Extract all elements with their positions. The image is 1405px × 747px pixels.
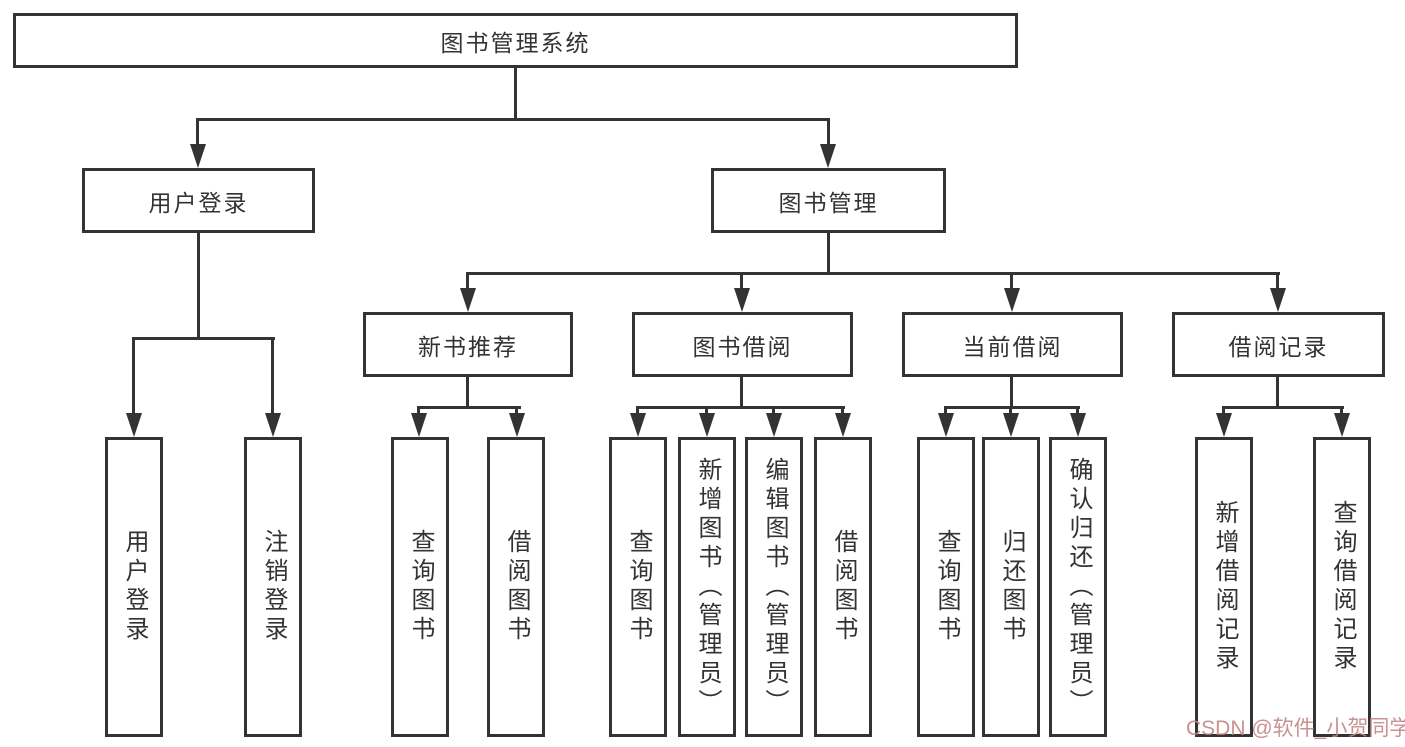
arrow-down-icon bbox=[460, 288, 476, 312]
node-book-management: 图书管理 bbox=[711, 168, 946, 233]
arrow-down-icon bbox=[1003, 413, 1019, 437]
arrow-down-icon bbox=[509, 413, 525, 437]
watermark: CSDN @软件_小贺同学 bbox=[1186, 717, 1405, 740]
connector-line bbox=[772, 406, 775, 416]
leaf-label: 借阅图书 bbox=[830, 529, 857, 645]
arrow-down-icon bbox=[1334, 413, 1350, 437]
arrow-down-icon bbox=[835, 413, 851, 437]
arrow-down-icon bbox=[820, 144, 836, 168]
node-label: 当前借阅 bbox=[962, 333, 1063, 360]
connector-line bbox=[944, 406, 947, 416]
connector-line bbox=[1276, 377, 1279, 409]
leaf-label: 注销登录 bbox=[260, 529, 287, 645]
leaf-label: 借阅图书 bbox=[503, 529, 530, 645]
arrow-down-icon bbox=[630, 413, 646, 437]
node-label: 图书管理 bbox=[778, 189, 879, 216]
connector-line bbox=[827, 118, 830, 148]
arrow-down-icon bbox=[1270, 288, 1286, 312]
node-label: 用户登录 bbox=[148, 189, 249, 216]
connector-line bbox=[466, 377, 469, 409]
node-borrow-records: 借阅记录 bbox=[1172, 312, 1385, 377]
connector-line bbox=[944, 406, 1080, 409]
leaf-return-book: 归还图书 bbox=[982, 437, 1040, 737]
node-label: 图书借阅 bbox=[692, 333, 793, 360]
connector-line bbox=[636, 406, 639, 416]
connector-line bbox=[466, 272, 1280, 275]
arrow-down-icon bbox=[190, 144, 206, 168]
arrow-down-icon bbox=[766, 413, 782, 437]
connector-line bbox=[827, 233, 830, 275]
connector-line bbox=[740, 377, 743, 409]
arrow-down-icon bbox=[938, 413, 954, 437]
node-label: 借阅记录 bbox=[1228, 333, 1329, 360]
leaf-label: 用户登录 bbox=[121, 529, 148, 645]
connector-line bbox=[1076, 406, 1079, 416]
connector-line bbox=[514, 68, 517, 121]
connector-line bbox=[636, 406, 845, 409]
leaf-label: 查询图书 bbox=[625, 529, 652, 645]
leaf-logout: 注销登录 bbox=[244, 437, 302, 737]
arrow-down-icon bbox=[411, 413, 427, 437]
arrow-down-icon bbox=[734, 288, 750, 312]
connector-line bbox=[417, 406, 420, 416]
node-user-login: 用户登录 bbox=[82, 168, 315, 233]
connector-line bbox=[132, 337, 135, 415]
connector-line bbox=[196, 118, 199, 148]
leaf-user-login: 用户登录 bbox=[105, 437, 163, 737]
connector-line bbox=[466, 272, 469, 290]
connector-line bbox=[417, 406, 521, 409]
arrow-down-icon bbox=[1070, 413, 1086, 437]
arrow-down-icon bbox=[265, 413, 281, 437]
node-label: 新书推荐 bbox=[418, 333, 518, 360]
leaf-edit-book-admin: 编辑图书（管理员） bbox=[745, 437, 803, 737]
leaf-label: 编辑图书（管理员） bbox=[761, 456, 788, 718]
connector-line bbox=[1276, 272, 1279, 290]
arrow-down-icon bbox=[1004, 288, 1020, 312]
connector-line bbox=[196, 118, 830, 121]
connector-line bbox=[841, 406, 844, 416]
leaf-label: 归还图书 bbox=[998, 529, 1025, 645]
connector-line bbox=[705, 406, 708, 416]
connector-line bbox=[740, 272, 743, 290]
connector-line bbox=[515, 406, 518, 416]
connector-line bbox=[1010, 377, 1013, 409]
leaf-confirm-return-admin: 确认归还（管理员） bbox=[1049, 437, 1107, 737]
arrow-down-icon bbox=[126, 413, 142, 437]
leaf-borrow-book: 借阅图书 bbox=[814, 437, 872, 737]
connector-line bbox=[1009, 406, 1012, 416]
leaf-label: 新增借阅记录 bbox=[1211, 500, 1238, 674]
leaf-query-book-borrow: 查询图书 bbox=[609, 437, 667, 737]
leaf-add-borrow-record: 新增借阅记录 bbox=[1195, 437, 1253, 737]
leaf-add-book-admin: 新增图书（管理员） bbox=[678, 437, 736, 737]
leaf-borrow-book-recommend: 借阅图书 bbox=[487, 437, 545, 737]
leaf-query-book-recommend: 查询图书 bbox=[391, 437, 449, 737]
connector-line bbox=[1010, 272, 1013, 290]
arrow-down-icon bbox=[1216, 413, 1232, 437]
leaf-query-borrow-record: 查询借阅记录 bbox=[1313, 437, 1371, 737]
node-new-book-recommend: 新书推荐 bbox=[363, 312, 573, 377]
leaf-label: 确认归还（管理员） bbox=[1065, 456, 1092, 718]
leaf-label: 查询图书 bbox=[933, 529, 960, 645]
arrow-down-icon bbox=[699, 413, 715, 437]
node-label: 图书管理系统 bbox=[440, 29, 591, 56]
leaf-query-book-current: 查询图书 bbox=[917, 437, 975, 737]
leaf-label: 查询图书 bbox=[407, 529, 434, 645]
node-book-borrow: 图书借阅 bbox=[632, 312, 853, 377]
leaf-label: 查询借阅记录 bbox=[1329, 500, 1356, 674]
connector-line bbox=[132, 337, 275, 340]
connector-line bbox=[271, 337, 274, 415]
node-current-borrow: 当前借阅 bbox=[902, 312, 1123, 377]
connector-line bbox=[1222, 406, 1344, 409]
connector-line bbox=[1340, 406, 1343, 416]
connector-line bbox=[197, 233, 200, 340]
node-library-management-system: 图书管理系统 bbox=[13, 13, 1018, 68]
connector-line bbox=[1222, 406, 1225, 416]
leaf-label: 新增图书（管理员） bbox=[694, 456, 721, 718]
